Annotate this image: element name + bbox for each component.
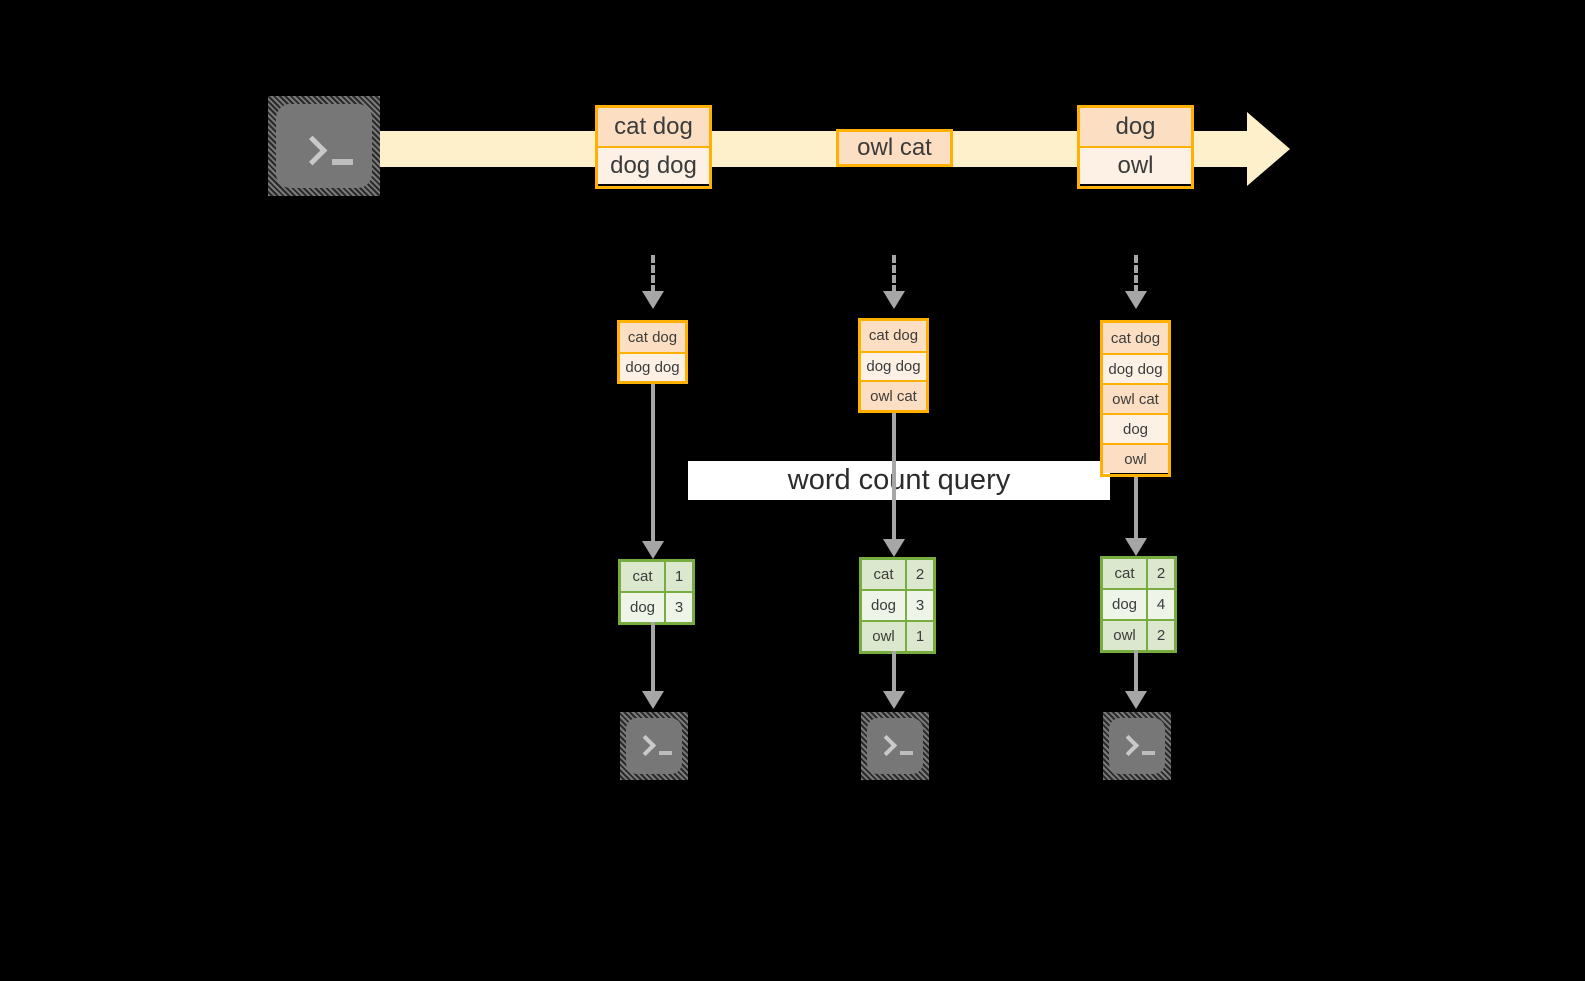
prompt-chevron-icon bbox=[875, 734, 898, 757]
snapshot-2-result-table[interactable]: cat 2 dog 3 owl 1 bbox=[859, 557, 936, 654]
table-row: cat 2 bbox=[862, 560, 933, 589]
snapshot-1-buffer-row: dog dog bbox=[620, 351, 685, 381]
table-row: dog 4 bbox=[1103, 588, 1174, 619]
snapshot-2-buffer[interactable]: cat dog dog dog owl cat bbox=[858, 318, 929, 413]
snapshot-2-sink-arrowhead bbox=[883, 691, 905, 709]
snapshot-3-sink-arrowhead bbox=[1125, 691, 1147, 709]
result-count: 3 bbox=[664, 593, 692, 622]
stream-event-3[interactable]: dog owl bbox=[1077, 105, 1194, 189]
snapshot-2-sink-line bbox=[892, 651, 896, 692]
snapshot-3-buffer-row: dog dog bbox=[1103, 353, 1168, 383]
result-word: owl bbox=[862, 622, 905, 651]
stream-event-2[interactable]: owl cat bbox=[836, 129, 953, 167]
result-count: 2 bbox=[1146, 621, 1174, 650]
stream-event-1-line-1: cat dog bbox=[598, 108, 709, 146]
snapshot-2-query-line bbox=[892, 413, 896, 540]
snapshot-3-buffer-row: cat dog bbox=[1103, 323, 1168, 353]
result-count: 1 bbox=[905, 622, 933, 651]
table-row: owl 1 bbox=[862, 620, 933, 651]
snapshot-2-sink-terminal-screen bbox=[867, 718, 923, 774]
snapshot-3-buffer-row: owl cat bbox=[1103, 383, 1168, 413]
result-count: 3 bbox=[905, 591, 933, 620]
snapshot-1-sink-terminal-icon bbox=[620, 712, 688, 780]
result-word: dog bbox=[621, 593, 664, 622]
snapshot-1-query-arrowhead bbox=[642, 541, 664, 559]
prompt-chevron-icon bbox=[1117, 734, 1140, 757]
snapshot-1-sink-line bbox=[651, 622, 655, 692]
table-row: cat 1 bbox=[621, 562, 692, 591]
snapshot-1-query-line bbox=[651, 384, 655, 542]
snapshot-1-result-table[interactable]: cat 1 dog 3 bbox=[618, 559, 695, 625]
stream-event-2-line-1: owl cat bbox=[839, 132, 950, 164]
source-terminal-screen bbox=[276, 104, 372, 188]
table-row: cat 2 bbox=[1103, 559, 1174, 588]
prompt-cursor-icon bbox=[900, 751, 913, 755]
stream-event-3-line-1: dog bbox=[1080, 108, 1191, 146]
snapshot-2-buffer-row: cat dog bbox=[861, 321, 926, 351]
snapshot-1-sink-terminal-screen bbox=[626, 718, 682, 774]
snapshot-3-query-line bbox=[1134, 477, 1138, 539]
result-word: dog bbox=[862, 591, 905, 620]
prompt-cursor-icon bbox=[1142, 751, 1155, 755]
snapshot-3-buffer[interactable]: cat dog dog dog owl cat dog owl bbox=[1100, 320, 1171, 477]
query-label-text: word count query bbox=[787, 464, 1011, 496]
prompt-cursor-icon bbox=[332, 159, 353, 165]
source-terminal-icon bbox=[268, 96, 380, 196]
snapshot-2-buffer-row: dog dog bbox=[861, 350, 926, 381]
result-word: cat bbox=[1103, 559, 1146, 588]
snapshot-3-result-table[interactable]: cat 2 dog 4 owl 2 bbox=[1100, 556, 1177, 653]
snapshot-1-feed-line bbox=[651, 255, 655, 293]
stream-event-1-line-2: dog dog bbox=[598, 146, 709, 184]
result-word: cat bbox=[862, 560, 905, 589]
result-count: 2 bbox=[1146, 559, 1174, 588]
result-count: 1 bbox=[664, 562, 692, 591]
snapshot-3-query-arrowhead bbox=[1125, 538, 1147, 556]
snapshot-2-feed-arrowhead bbox=[883, 291, 905, 309]
snapshot-3-feed-arrowhead bbox=[1125, 291, 1147, 309]
result-word: cat bbox=[621, 562, 664, 591]
prompt-chevron-icon bbox=[297, 135, 328, 166]
snapshot-3-buffer-row: dog bbox=[1103, 413, 1168, 443]
snapshot-3-sink-line bbox=[1134, 650, 1138, 692]
query-label-band: word count query bbox=[688, 461, 1110, 500]
snapshot-2-sink-terminal-icon bbox=[861, 712, 929, 780]
result-word: dog bbox=[1103, 590, 1146, 619]
snapshot-3-feed-line bbox=[1134, 255, 1138, 293]
snapshot-1-sink-arrowhead bbox=[642, 691, 664, 709]
snapshot-2-buffer-row: owl cat bbox=[861, 380, 926, 410]
stream-event-3-line-2: owl bbox=[1080, 146, 1191, 184]
prompt-cursor-icon bbox=[659, 751, 672, 755]
stream-arrowhead bbox=[1247, 112, 1290, 186]
stream-event-1[interactable]: cat dog dog dog bbox=[595, 105, 712, 189]
snapshot-2-query-arrowhead bbox=[883, 539, 905, 557]
table-row: owl 2 bbox=[1103, 619, 1174, 650]
result-count: 4 bbox=[1146, 590, 1174, 619]
result-word: owl bbox=[1103, 621, 1146, 650]
table-row: dog 3 bbox=[862, 589, 933, 620]
snapshot-1-buffer-row: cat dog bbox=[620, 323, 685, 352]
snapshot-2-feed-line bbox=[892, 255, 896, 293]
snapshot-1-buffer[interactable]: cat dog dog dog bbox=[617, 320, 688, 384]
result-count: 2 bbox=[905, 560, 933, 589]
snapshot-3-sink-terminal-screen bbox=[1109, 718, 1165, 774]
table-row: dog 3 bbox=[621, 591, 692, 622]
snapshot-3-buffer-row: owl bbox=[1103, 443, 1168, 473]
snapshot-1-feed-arrowhead bbox=[642, 291, 664, 309]
prompt-chevron-icon bbox=[634, 734, 657, 757]
snapshot-3-sink-terminal-icon bbox=[1103, 712, 1171, 780]
